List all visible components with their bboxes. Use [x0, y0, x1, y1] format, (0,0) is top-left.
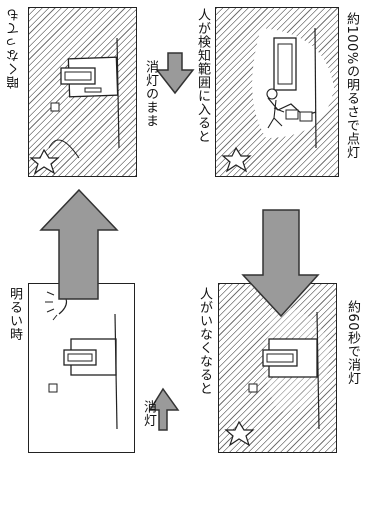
moon-star-icon	[29, 148, 60, 175]
arrow-down	[155, 52, 195, 95]
label-lights-off-stays: 消灯のまま	[143, 60, 158, 128]
label-dark-title: 暗くなっても	[7, 8, 22, 89]
label-person-enters: 人が検知範囲に入ると	[195, 8, 210, 143]
panel-person-leaves-off	[218, 283, 337, 453]
fixture-illustration	[248, 304, 330, 430]
panel-dark-lights-off	[28, 7, 137, 177]
label-person-leaves: 人がいなくなると	[197, 287, 212, 395]
label-bright-title: 明るい時	[7, 287, 22, 341]
panel-bright-lights-off	[28, 283, 135, 453]
label-light-on-100: 約100%の明るさで点灯	[344, 12, 359, 160]
lit-area	[252, 27, 334, 149]
label-off-after-60: 約60秒で消灯	[345, 300, 360, 386]
sun-icon	[45, 288, 68, 321]
fixture-illustration	[48, 37, 120, 159]
panel-person-enters-light-on	[215, 7, 339, 177]
moon-star-icon	[221, 146, 252, 173]
fixture-illustration	[48, 313, 118, 430]
moon-star-icon	[224, 420, 255, 447]
label-lights-off: 消灯	[141, 400, 156, 427]
